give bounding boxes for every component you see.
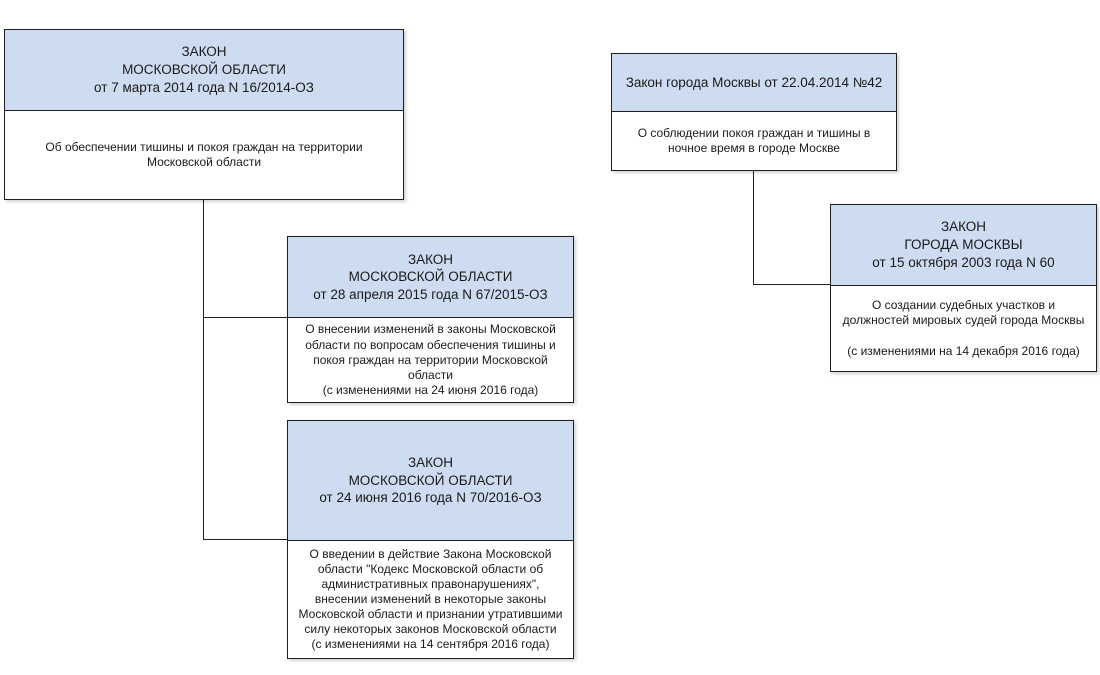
connector-right-branch: [753, 284, 830, 285]
law-node-body: О введении в действие Закона Московской …: [288, 541, 573, 658]
law-node-moscow-2003[interactable]: ЗАКОН ГОРОДА МОСКВЫ от 15 октября 2003 г…: [830, 204, 1097, 372]
law-node-header: Закон города Москвы от 22.04.2014 №42: [612, 54, 896, 112]
law-node-header: ЗАКОН МОСКОВСКОЙ ОБЛАСТИ от 7 марта 2014…: [5, 30, 403, 111]
law-node-body: О создании судебных участков и должносте…: [831, 286, 1096, 371]
law-node-body: О внесении изменений в законы Московской…: [288, 318, 573, 402]
law-node-mo-2014[interactable]: ЗАКОН МОСКОВСКОЙ ОБЛАСТИ от 7 марта 2014…: [4, 29, 404, 200]
law-node-mo-2015[interactable]: ЗАКОН МОСКОВСКОЙ ОБЛАСТИ от 28 апреля 20…: [287, 236, 574, 403]
law-node-body: О соблюдении покоя граждан и тишины в но…: [612, 112, 896, 170]
connector-left-bottom-branch: [203, 539, 287, 540]
connector-left-top-branch: [203, 317, 287, 318]
connector-right-vertical: [753, 171, 754, 285]
law-node-body: Об обеспечении тишины и покоя граждан на…: [5, 111, 403, 199]
law-node-moscow-2014[interactable]: Закон города Москвы от 22.04.2014 №42 О …: [611, 53, 897, 171]
law-node-mo-2016[interactable]: ЗАКОН МОСКОВСКОЙ ОБЛАСТИ от 24 июня 2016…: [287, 420, 574, 659]
law-node-header: ЗАКОН МОСКОВСКОЙ ОБЛАСТИ от 24 июня 2016…: [288, 421, 573, 541]
law-node-header: ЗАКОН ГОРОДА МОСКВЫ от 15 октября 2003 г…: [831, 205, 1096, 286]
connector-left-vertical: [203, 200, 204, 540]
law-node-header: ЗАКОН МОСКОВСКОЙ ОБЛАСТИ от 28 апреля 20…: [288, 237, 573, 319]
